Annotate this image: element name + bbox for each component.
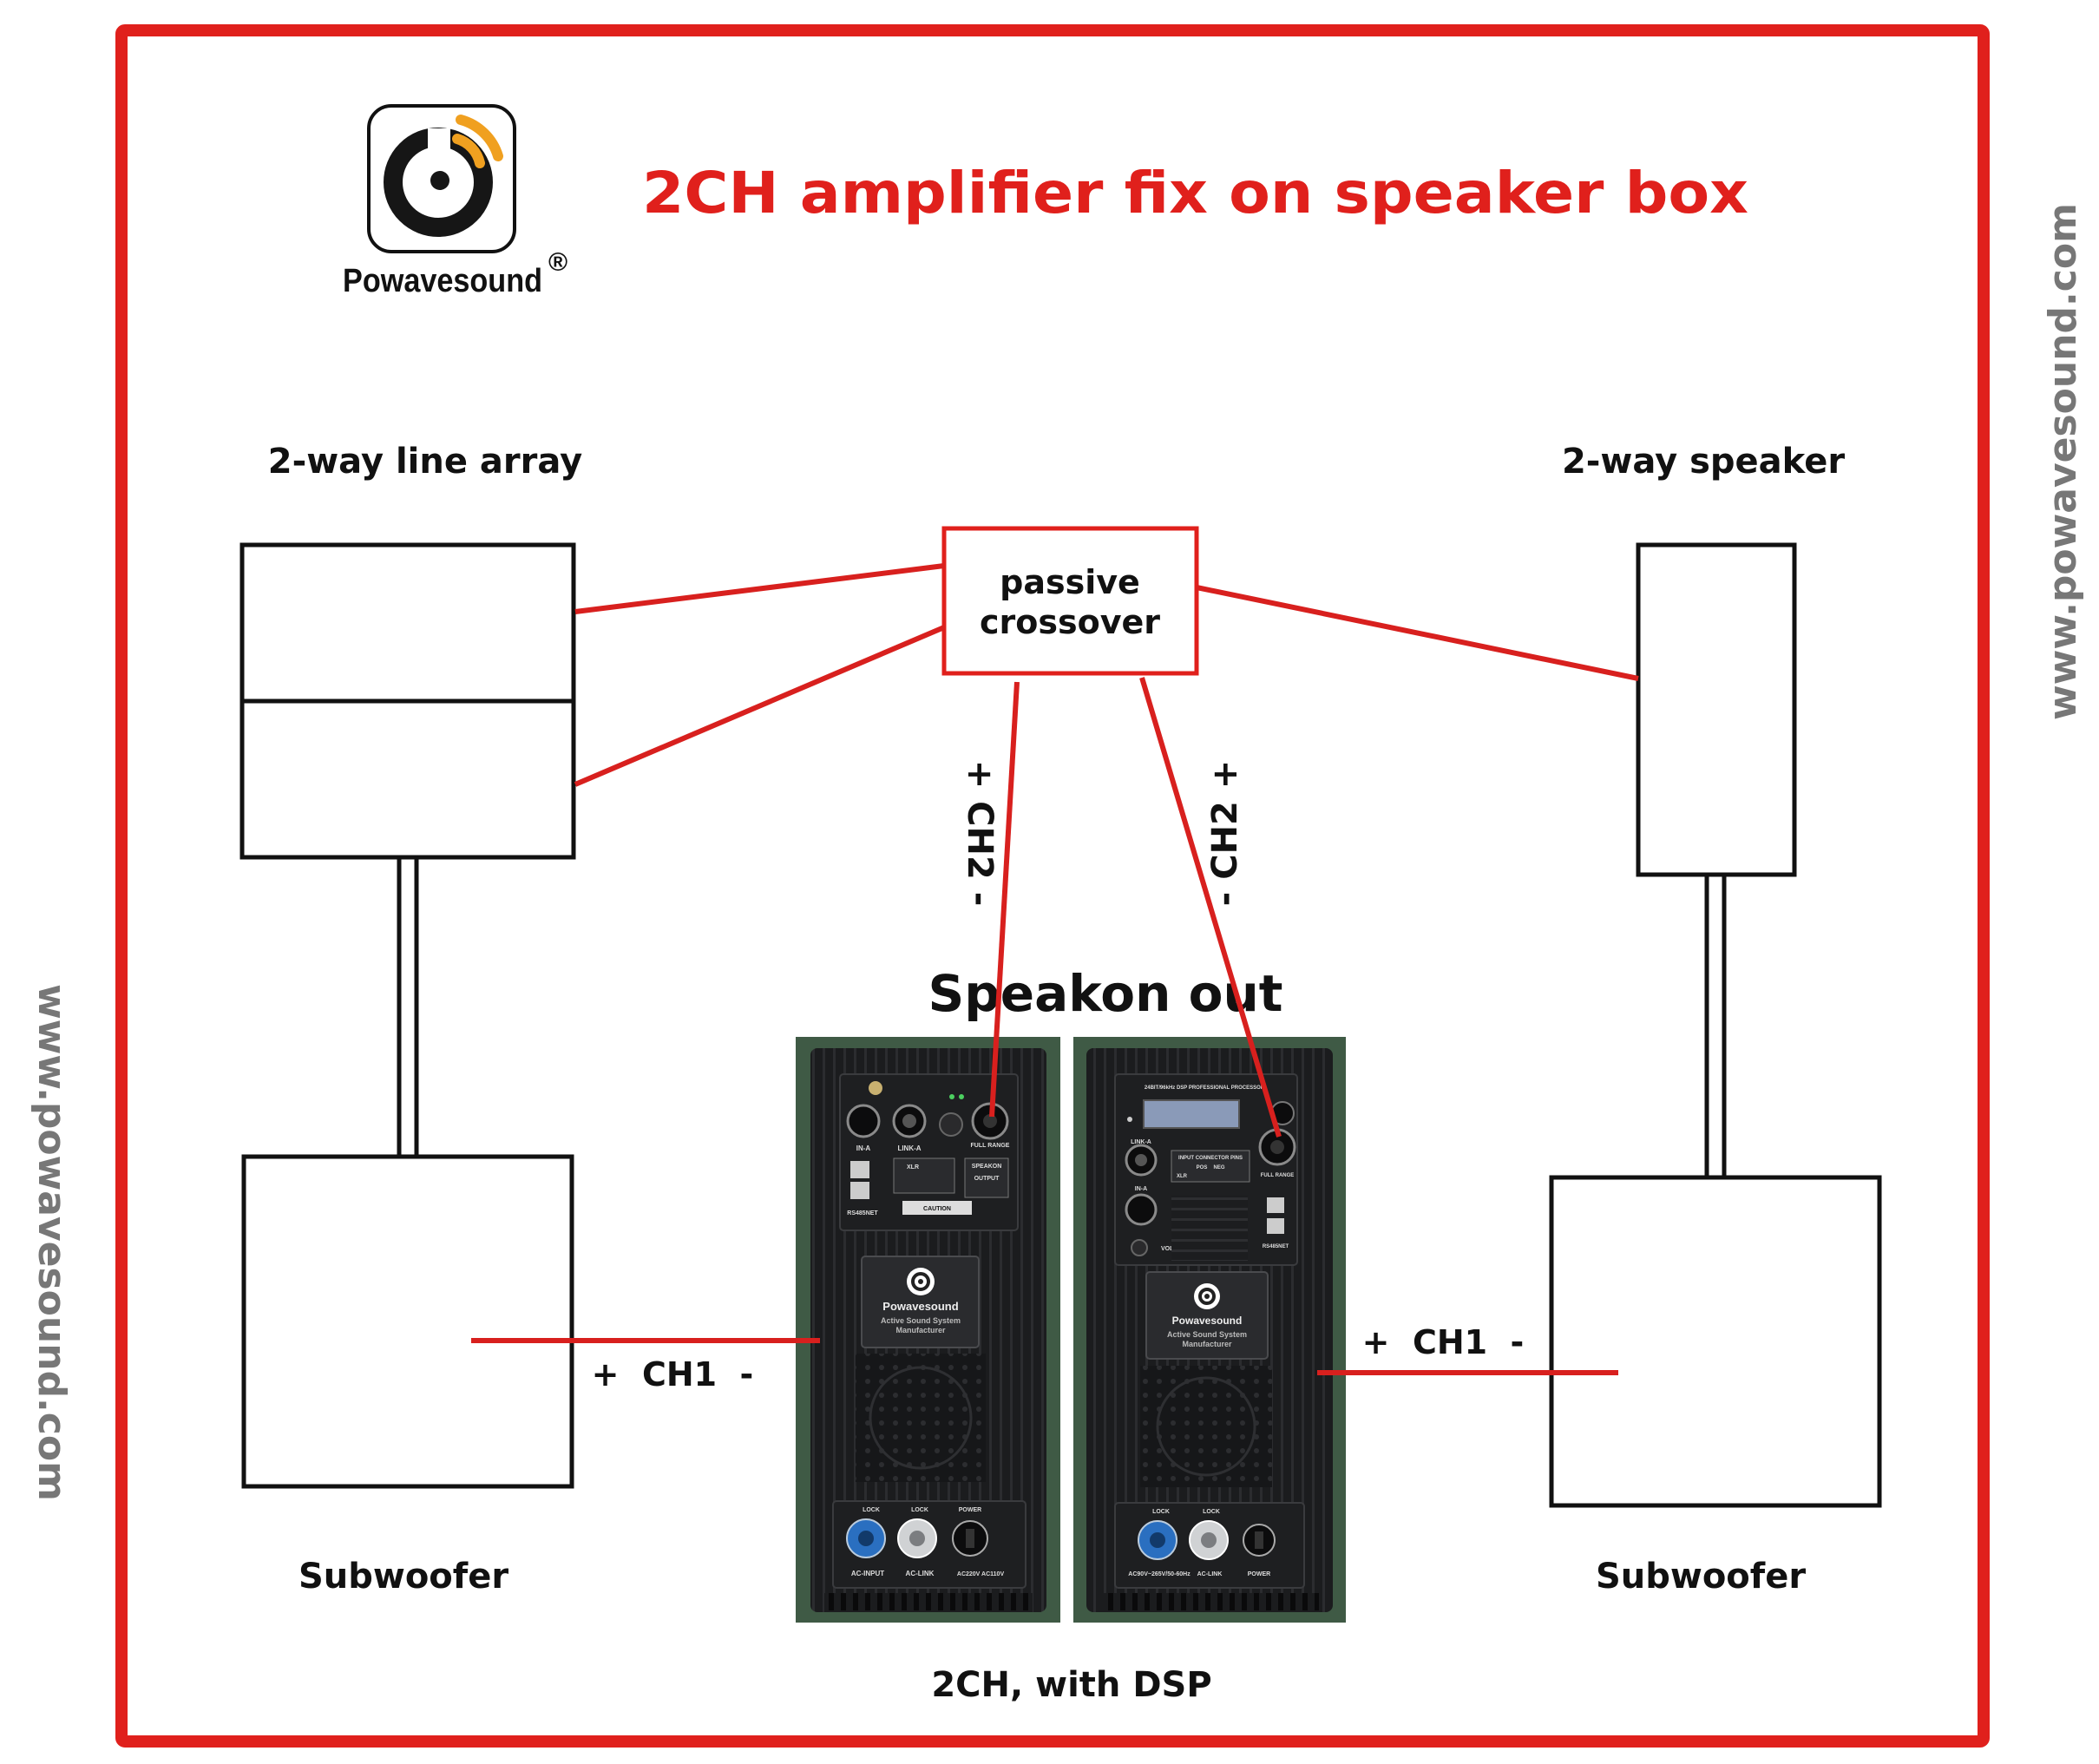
amp-left-full-range: FULL RANGE [971,1143,1010,1149]
amp-left-lock2: LOCK [911,1507,928,1513]
page-title: 2CH amplifier fix on speaker box [642,160,1748,226]
amp-left-xlr: XLR [907,1164,919,1171]
subwoofer-left-box [241,1154,574,1489]
line-array-label: 2-way line array [268,442,582,482]
amp-right-in-a: IN-A [1135,1186,1147,1192]
line-array-bottom-box [239,698,576,860]
amp-right-vol: VOL [1161,1246,1174,1252]
line-array-top-box [239,542,576,704]
crossover-label-line2: crossover [980,603,1160,641]
speakon-out-label: Speakon out [928,964,1283,1023]
outer-frame [115,24,1990,1748]
subwoofer-right-label: Subwoofer [1596,1557,1806,1597]
amp-right-lock1: LOCK [1152,1509,1170,1515]
watermark-left: www.powavesound.com [30,984,74,1501]
two-way-speaker-box [1636,542,1797,877]
amp-left-link-a: LINK-A [897,1144,921,1152]
amp-left-output: OUTPUT [974,1176,1000,1182]
amp-left-in-a: IN-A [856,1144,871,1152]
registered-mark: ® [548,248,567,277]
amp-right-brand: Powavesound [1172,1315,1243,1327]
amp-right-header: 24BIT/96kHz DSP PROFESSIONAL PROCESSOR [1145,1085,1265,1091]
amp-right-rs485: RS485NET [1263,1244,1289,1249]
amp-left-brand: Powavesound [882,1300,958,1313]
amp-left-ac-link: AC-LINK [906,1570,935,1577]
left-pole [397,855,419,1159]
amp-left-tagline2: Manufacturer [895,1326,946,1334]
wire-crossover-to-array-bottom [574,625,946,787]
amp-right-power: POWER [1248,1571,1270,1577]
amp-left-rs485: RS485NET [847,1210,878,1216]
amp-right-tagline2: Manufacturer [1182,1340,1232,1348]
amp-right-ac-input: AC90V~265V/50-60Hz [1128,1571,1191,1577]
amp-left-tagline1: Active Sound System [881,1316,961,1325]
amp-right-pin-header: INPUT CONNECTOR PINS [1178,1156,1243,1161]
ch2-left-label: + CH2 - [960,760,1000,907]
amplifier-right: 24BIT/96kHz DSP PROFESSIONAL PROCESSOR F… [1073,1037,1346,1623]
amp-left-caution: CAUTION [923,1206,951,1212]
watermark-right: www.powavesound.com [2041,203,2085,720]
amplifier-left: IN-A LINK-A FULL RANGE RS485NET XLR SPEA… [796,1037,1060,1623]
amp-right-neg: NEG [1213,1165,1224,1171]
brand-name: Powavesound [343,263,542,299]
subwoofer-right-box [1549,1175,1882,1508]
amp-right-ac-link: AC-LINK [1197,1571,1223,1577]
amp-right-link-a: LINK-A [1131,1139,1151,1145]
ch2-right-label: - CH2 + [1205,760,1245,907]
ch1-right-label: + CH1 - [1362,1323,1525,1361]
amp-right-tagline1: Active Sound System [1167,1330,1247,1339]
amp-right-pos: POS [1197,1165,1208,1171]
wire-crossover-to-speaker [1196,585,1639,681]
right-pole [1704,872,1727,1181]
amp-left-ac-input: AC-INPUT [851,1570,884,1577]
wire-ch2-left [989,681,1020,1118]
dsp-caption: 2CH, with DSP [931,1665,1211,1705]
passive-crossover-box [941,526,1199,676]
amp-right-lock2: LOCK [1203,1509,1220,1515]
wire-ch2-right [1139,677,1282,1138]
amp-left-speakon: SPEAKON [972,1164,1002,1170]
two-way-speaker-label: 2-way speaker [1562,442,1845,482]
amp-left-lock1: LOCK [863,1507,880,1513]
amp-left-ac-sel: AC220V AC110V [957,1571,1005,1577]
amp-right-xlr: XLR [1177,1174,1188,1179]
amp-left-power: POWER [959,1507,981,1513]
wire-crossover-to-array-top [574,563,945,614]
amp-right-full-range: FULL RANGE [1261,1173,1295,1178]
subwoofer-left-label: Subwoofer [298,1557,508,1597]
brand-logo [367,104,516,253]
ch1-left-label: + CH1 - [592,1355,754,1393]
crossover-label-line1: passive [1000,563,1140,601]
